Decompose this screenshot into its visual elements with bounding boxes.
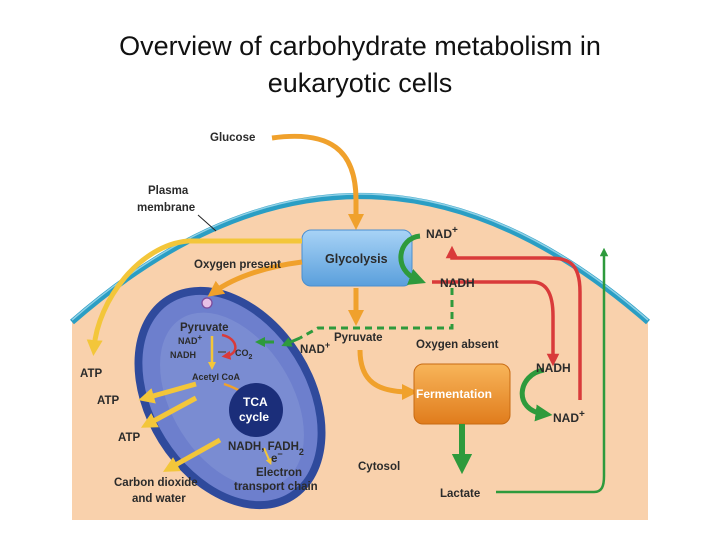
cytosol-label: Cytosol [358,461,400,473]
mitochondrion [134,286,326,510]
pyruvate-to-fermentation-arrow [357,349,418,400]
glucose-arrow [271,133,365,231]
oxygen-present-arrow [86,238,302,356]
oxygen-absent-label: Oxygen absent [416,339,499,351]
atp-label-1: ATP [80,368,102,380]
co2-label: CO2 [235,348,253,361]
atp-arrow-3 [140,395,198,428]
tca-label-1: TCA [243,395,268,409]
etc-label-2: transport chain [234,481,318,493]
carbon-dioxide-label-1: Carbon dioxide [114,477,198,489]
glucose-label: Glucose [210,132,255,144]
pyruvate-label-inside: Pyruvate [180,322,229,334]
nad-plus-label-right: NAD+ [553,409,585,425]
oxygen-present-label: Oxygen present [194,259,281,271]
title-line-1: Overview of carbohydrate metabolism in [119,31,601,61]
fermentation-label: Fermentation [416,387,492,401]
pyruvate-into-mitochondrion-arrow [207,259,303,297]
plasma-membrane-label-1: Plasma [148,185,189,197]
tca-label-2: cycle [239,410,269,424]
acetyl-coa-label: Acetyl CoA [192,372,241,382]
glycolysis-nad-cycle [398,233,426,285]
carbon-dioxide-arrow [163,437,222,472]
nadh-label-top: NADH [440,276,475,290]
plasma-membrane-label-2: membrane [137,202,195,214]
nad-plus-label-middle: NAD+ [300,340,330,356]
atp-label-2: ATP [97,395,119,407]
transporter-icon [201,297,213,309]
dashed-nad-path [299,288,454,340]
electron-arrow [263,447,272,465]
electron-label: e− [271,449,283,465]
nadh-red-up-arrow [445,245,582,400]
lactate-export-arrow [496,247,609,494]
title-line-2: eukaryotic cells [267,68,453,98]
etc-label-1: Electron [256,467,302,479]
atp-arrow-2 [138,381,197,404]
fermentation-nad-cycle [519,367,553,422]
carbon-dioxide-label-2: and water [132,493,186,505]
atp-label-3: ATP [118,432,140,444]
nadh-to-fermentation-arrow [432,280,560,367]
mito-nad-cycle [221,333,237,360]
plasma-membrane-pointer [197,214,217,232]
nad-plus-label-top: NAD+ [426,225,458,241]
nad-plus-label-mito: NAD+ [178,333,203,346]
nadh-fadh-label: NADH, FADH2 [228,441,304,457]
page-title: Overview of carbohydrate metabolism in e… [0,28,720,102]
tca-cycle-circle [229,383,283,437]
pyruvate-label-cytosol: Pyruvate [334,332,383,344]
nadh-label-right: NADH [536,361,571,375]
lactate-label: Lactate [440,488,480,500]
glycolysis-box [301,229,413,287]
nadh-label-mito: NADH [170,350,196,360]
glycolysis-label: Glycolysis [325,252,388,266]
